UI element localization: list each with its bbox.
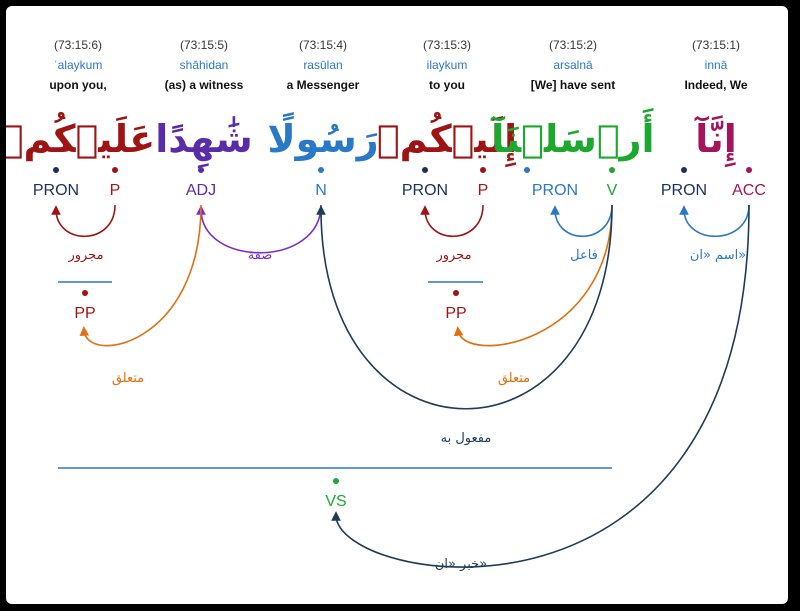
relation-label: مفعول به	[441, 431, 492, 446]
arabic-word: رَسُولًا	[267, 112, 378, 161]
node-dot	[53, 167, 59, 173]
word-transliteration: ʿalaykum	[54, 58, 103, 72]
word-transliteration: ilaykum	[427, 58, 468, 72]
arc-ism-inna	[679, 204, 750, 238]
dependency-arcs	[51, 204, 750, 568]
word-location: (73:15:5)	[180, 38, 228, 52]
word-column-3: (73:15:4) rasūlan a Messenger رَسُولًا	[267, 38, 378, 161]
arabic-word: إِلَيۡكُمۡ	[377, 113, 517, 169]
pos-tag: P	[110, 182, 121, 199]
node-dot	[198, 167, 204, 173]
pos-tag: PRON	[661, 182, 707, 199]
word-location: (73:15:2)	[549, 38, 597, 52]
word-column-5: (73:15:2) arsalnā [We] have sent أَرۡسَل…	[490, 38, 654, 161]
relation-label: متعلق	[112, 371, 144, 386]
relation-label: مجرور	[67, 248, 103, 263]
phrase-tag: VS	[325, 493, 346, 510]
word-transliteration: shāhidan	[180, 58, 229, 72]
pos-tag: N	[315, 182, 327, 199]
node-dot	[318, 167, 324, 173]
dependency-graph-frame: (73:15:6) ʿalaykum upon you, عَلَيۡكُمۡ …	[6, 6, 788, 604]
word-column-2: (73:15:5) shāhidan (as) a witness شَٰهِد…	[155, 38, 252, 169]
arc-majrur-1	[51, 204, 116, 238]
phrase-bars: PP PP VS	[58, 281, 612, 510]
relation-label: اسم «ان»	[690, 248, 746, 263]
word-gloss: upon you,	[49, 78, 106, 92]
arabic-word: شَٰهِدًا	[155, 116, 252, 169]
node-dot	[609, 167, 615, 173]
pos-tag: P	[478, 182, 489, 199]
arabic-word: إِنَّآ	[694, 114, 737, 168]
node-dot	[82, 290, 88, 296]
arc-mutaalliq-1	[79, 204, 202, 347]
pos-tag: V	[607, 182, 618, 199]
node-dot	[480, 167, 486, 173]
node-dot	[422, 167, 428, 173]
word-gloss: (as) a witness	[165, 78, 244, 92]
relation-label: مجرور	[435, 248, 471, 263]
word-column-6: (73:15:1) innā Indeed, We إِنَّآ	[684, 38, 747, 168]
pos-tag: ACC	[732, 182, 766, 199]
arc-sifa	[196, 204, 322, 254]
word-gloss: to you	[429, 78, 465, 92]
arc-fail	[550, 204, 613, 238]
relation-label: متعلق	[498, 371, 530, 386]
dependency-graph: (73:15:6) ʿalaykum upon you, عَلَيۡكُمۡ …	[6, 38, 766, 572]
pos-tag: PRON	[532, 182, 578, 199]
pos-dots	[53, 167, 752, 173]
node-dot	[524, 167, 530, 173]
arc-majrur-2	[420, 204, 484, 238]
arabic-word: أَرۡسَلۡنَآ	[490, 107, 654, 161]
pos-tag: PRON	[33, 182, 79, 199]
node-dot	[112, 167, 118, 173]
pos-tag: ADJ	[186, 182, 216, 199]
word-gloss: [We] have sent	[531, 78, 615, 92]
node-dot	[681, 167, 687, 173]
node-dot	[453, 290, 459, 296]
arc-mutaalliq-2	[453, 204, 613, 347]
word-column-1: (73:15:6) ʿalaykum upon you, عَلَيۡكُمۡ	[6, 38, 155, 162]
word-transliteration: innā	[705, 58, 728, 72]
word-transliteration: rasūlan	[303, 58, 342, 72]
word-column-4: (73:15:3) ilaykum to you إِلَيۡكُمۡ	[377, 38, 517, 168]
word-location: (73:15:4)	[299, 38, 347, 52]
arc-khabar-inna	[331, 204, 750, 568]
relation-label: صفة	[248, 248, 273, 263]
word-gloss: Indeed, We	[684, 78, 747, 92]
phrase-tag: PP	[445, 305, 466, 322]
node-dot	[333, 478, 339, 484]
word-location: (73:15:3)	[423, 38, 471, 52]
relation-label: فاعل	[570, 248, 598, 263]
word-location: (73:15:6)	[54, 38, 102, 52]
phrase-tag: PP	[74, 305, 95, 322]
word-transliteration: arsalnā	[553, 58, 593, 72]
arabic-word: عَلَيۡكُمۡ	[6, 113, 155, 162]
arc-mafuul-bih	[316, 204, 613, 410]
word-gloss: a Messenger	[287, 78, 360, 92]
relation-labels: مجرور صفة مجرور فاعل اسم «ان» متعلق متعل…	[67, 248, 746, 572]
relation-label: خبر «ان»	[435, 557, 487, 572]
pos-tag: PRON	[402, 182, 448, 199]
word-location: (73:15:1)	[692, 38, 740, 52]
pos-tags: PRON P ADJ N PRON P PRON V PRON ACC	[33, 182, 766, 199]
node-dot	[746, 167, 752, 173]
